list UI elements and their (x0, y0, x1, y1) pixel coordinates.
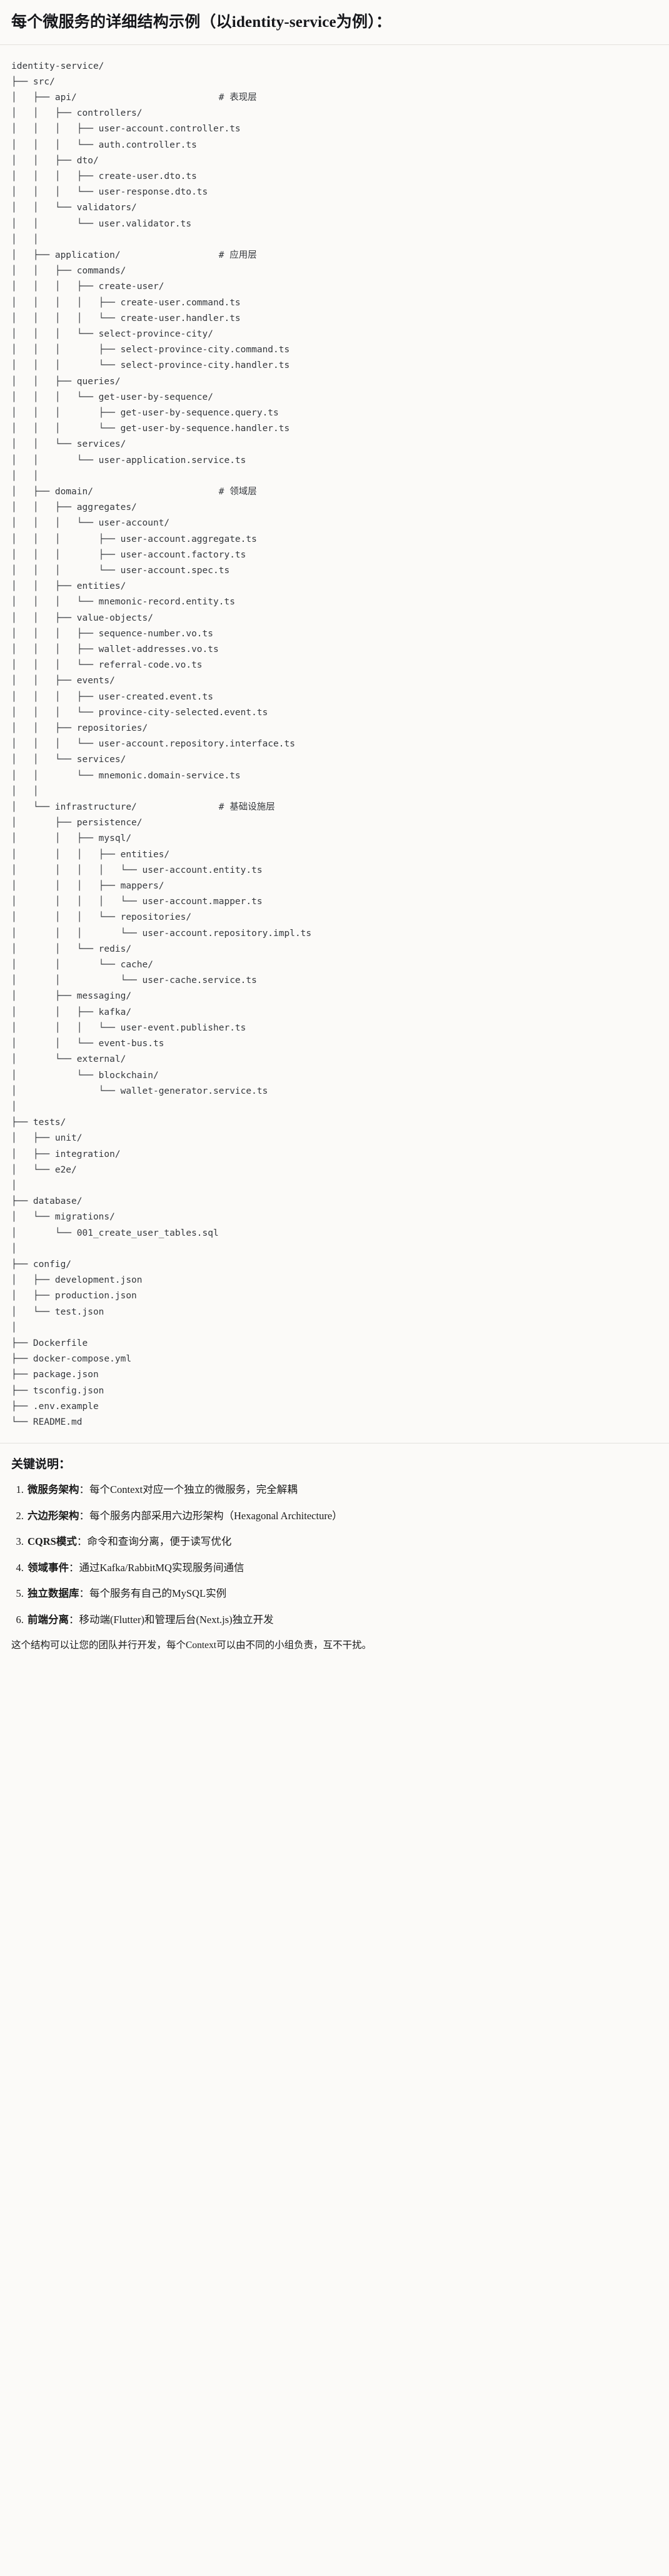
key-point-desc: 每个Context对应一个独立的微服务，完全解耦 (89, 1484, 298, 1496)
list-item: CQRS模式：命令和查询分离，便于读写优化 (26, 1534, 658, 1550)
list-item: 六边形架构：每个服务内部采用六边形架构（Hexagonal Architectu… (26, 1508, 658, 1524)
directory-tree: identity-service/ ├── src/ │ ├── api/ # … (11, 61, 312, 1427)
key-point-term: 独立数据库 (28, 1587, 79, 1600)
key-point-term: 前端分离 (28, 1613, 69, 1626)
list-item: 前端分离：移动端(Flutter)和管理后台(Next.js)独立开发 (26, 1612, 658, 1628)
list-item: 微服务架构：每个Context对应一个独立的微服务，完全解耦 (26, 1482, 658, 1498)
page-root: 每个微服务的详细结构示例（以identity-service为例）： ident… (0, 0, 669, 1671)
key-point-sep: ： (79, 1484, 90, 1496)
key-point-desc: 每个服务内部采用六边形架构（Hexagonal Architecture） (89, 1509, 343, 1522)
page-title: 每个微服务的详细结构示例（以identity-service为例）： (11, 14, 392, 31)
key-point-term: 微服务架构 (28, 1484, 79, 1496)
divider-top (0, 44, 669, 45)
key-point-desc: 每个服务有自己的MySQL实例 (89, 1587, 227, 1600)
list-item: 领域事件：通过Kafka/RabbitMQ实现服务间通信 (26, 1560, 658, 1576)
closing-paragraph: 这个结构可以让您的团队并行开发，每个Context可以由不同的小组负责，互不干扰… (11, 1639, 372, 1651)
key-point-sep: ： (69, 1561, 79, 1574)
directory-tree-block: identity-service/ ├── src/ │ ├── api/ # … (0, 44, 669, 1443)
key-point-term: 六边形架构 (28, 1509, 79, 1522)
key-point-term: 领域事件 (28, 1561, 69, 1574)
key-point-desc: 命令和查询分离，便于读写优化 (87, 1535, 232, 1548)
key-point-sep: ： (76, 1535, 88, 1548)
key-point-sep: ： (79, 1509, 90, 1522)
key-point-desc: 移动端(Flutter)和管理后台(Next.js)独立开发 (79, 1613, 274, 1626)
key-point-desc: 通过Kafka/RabbitMQ实现服务间通信 (79, 1561, 244, 1574)
key-points-block: 关键说明： 微服务架构：每个Context对应一个独立的微服务，完全解耦 六边形… (0, 1443, 669, 1671)
key-point-sep: ： (79, 1587, 90, 1600)
list-item: 独立数据库：每个服务有自己的MySQL实例 (26, 1586, 658, 1602)
key-point-term: CQRS模式 (28, 1535, 77, 1548)
key-points-title: 关键说明： (11, 1458, 71, 1472)
key-point-sep: ： (69, 1613, 79, 1626)
key-points-list: 微服务架构：每个Context对应一个独立的微服务，完全解耦 六边形架构：每个服… (11, 1482, 658, 1627)
